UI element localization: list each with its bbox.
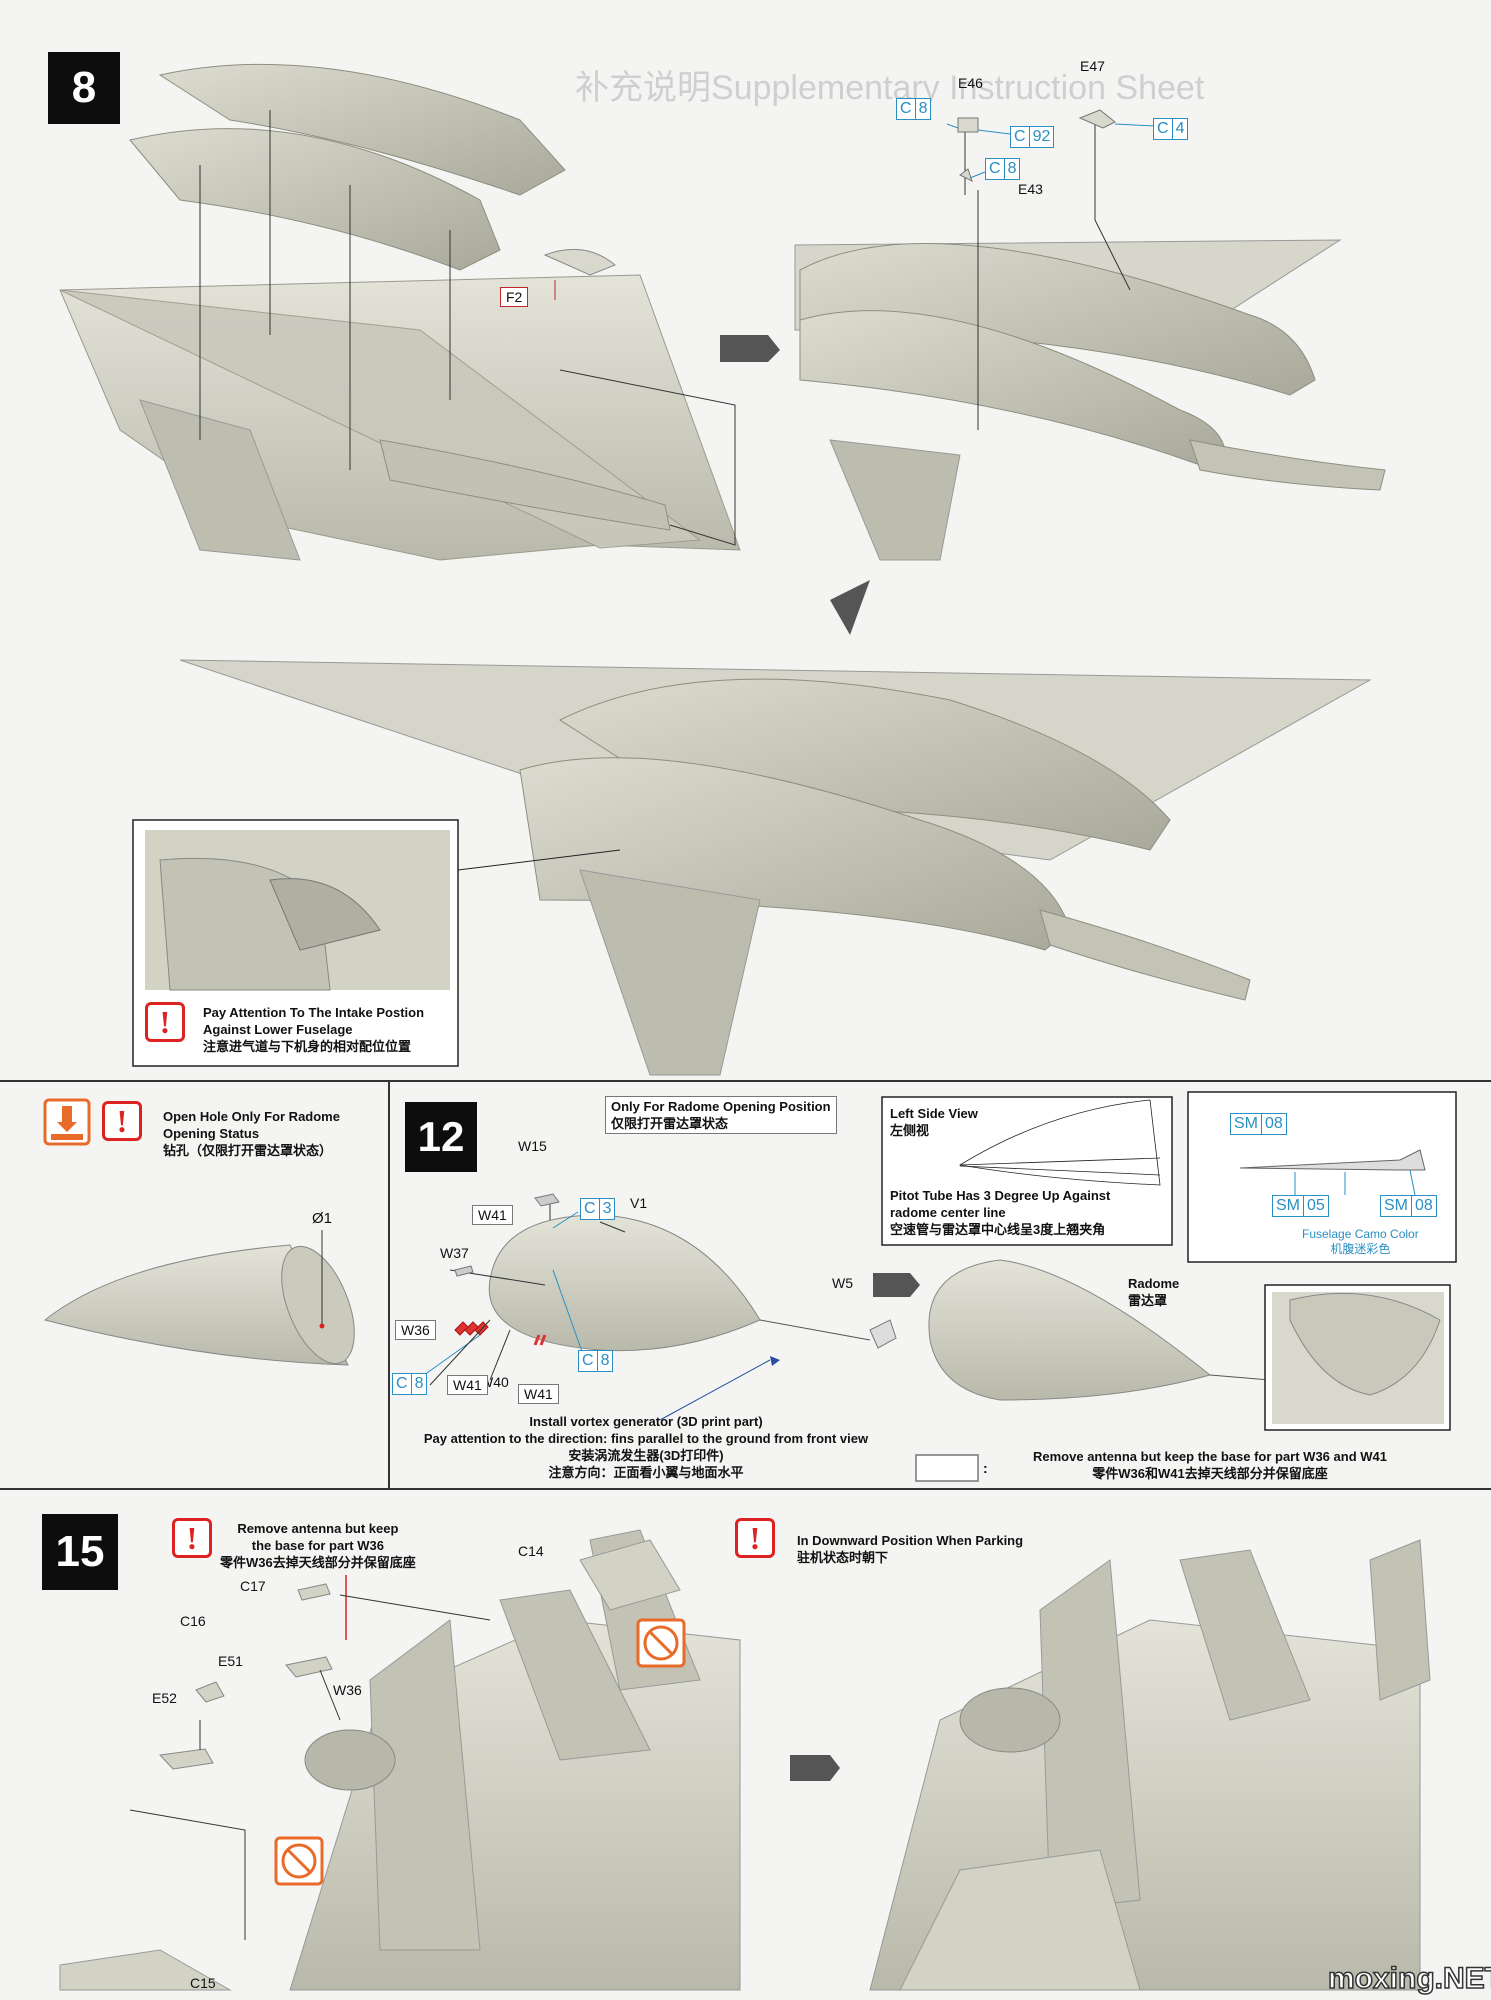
part-label-c15: C15 (190, 1975, 216, 1991)
section-divider-bottom (0, 1488, 1491, 1490)
step8-inset-detail (145, 830, 450, 991)
legend-swatch (915, 1454, 979, 1482)
part-label-c16: C16 (180, 1613, 206, 1629)
step12-radome-opened (928, 1259, 1271, 1401)
no-glue-icon-1 (636, 1618, 686, 1668)
pitot-note: Pitot Tube Has 3 Degree Up Against radom… (890, 1188, 1111, 1237)
side-view-drawing (958, 1099, 1161, 1186)
part-label-w5: W5 (832, 1275, 853, 1291)
part-label-w36-step15: W36 (333, 1682, 362, 1698)
watermark: moxing.NET (1327, 1961, 1491, 1996)
step12-radome (419, 1193, 897, 1421)
step-badge-15: 15 (42, 1514, 118, 1590)
radome-drill-drawing (43, 1230, 355, 1366)
background-title: 补充说明Supplementary Instruction Sheet (575, 69, 1205, 107)
step8-assembled-main (179, 659, 1372, 1076)
panel-divider (388, 1080, 390, 1488)
part-label-w37: W37 (440, 1245, 469, 1261)
part-label-c17: C17 (240, 1578, 266, 1594)
part-label-e52: E52 (152, 1690, 177, 1706)
vortex-generator-note: Install vortex generator (3D print part)… (423, 1414, 869, 1480)
step12-arrow-right (873, 1273, 920, 1297)
step-badge-8: 8 (48, 52, 120, 124)
diameter-label: Ø1 (312, 1210, 333, 1227)
step8-arrow-down (830, 580, 870, 635)
part-label-w36: W36 (395, 1320, 436, 1340)
camo-color-note: Fuselage Camo Color 机腹迷彩色 (1302, 1227, 1419, 1256)
side-view-title: Left Side View 左侧视 (890, 1106, 978, 1138)
part-label-w41-b: W41 (447, 1375, 488, 1395)
part-label-v1: V1 (630, 1195, 648, 1211)
antenna-note-step12: Remove antenna but keep the base for par… (1033, 1449, 1387, 1481)
part-label-e43: E43 (1018, 181, 1043, 197)
antenna-note-step15: Remove antenna but keep the base for par… (220, 1521, 416, 1570)
pitot-tube-drawing (1239, 1149, 1426, 1196)
radome-position-note: Only For Radome Opening Position 仅限打开雷达罩… (605, 1096, 837, 1134)
step8-assembled-top (794, 120, 1386, 561)
step12-front-view (1272, 1292, 1444, 1424)
step8-exploded-view (59, 63, 741, 561)
warning-icon-step8: ! (145, 1002, 185, 1042)
step15-exploded-view (59, 1529, 741, 1991)
step15-assembled-view (869, 1539, 1431, 1991)
part-label-w15: W15 (518, 1138, 547, 1154)
part-label-f2: F2 (500, 287, 529, 307)
parking-note: In Downward Position When Parking 驻机状态时朝… (797, 1533, 1024, 1565)
warning-icon-step15-parking: ! (735, 1518, 775, 1558)
legend-colon: : (983, 1460, 988, 1476)
drill-note: Open Hole Only For Radome Opening Status… (163, 1109, 340, 1158)
step15-arrow-right (790, 1755, 840, 1781)
drill-icon (43, 1098, 91, 1146)
section-divider-top (0, 1080, 1491, 1082)
warning-icon-drill: ! (102, 1101, 142, 1141)
part-label-c14: C14 (518, 1543, 544, 1559)
part-label-e46: E46 (958, 75, 983, 91)
step8-arrow-right (720, 335, 780, 362)
part-label-w41-c: W41 (518, 1384, 559, 1404)
step8-small-parts (946, 109, 1156, 182)
step-badge-12: 12 (405, 1102, 477, 1172)
part-label-e47: E47 (1080, 58, 1105, 74)
step8-intake-note: Pay Attention To The Intake Postion Agai… (203, 1005, 425, 1054)
part-label-w41-a: W41 (472, 1205, 513, 1225)
no-glue-icon-2 (274, 1836, 324, 1886)
warning-icon-step15-antenna: ! (172, 1518, 212, 1558)
radome-label: Radome 雷达罩 (1128, 1276, 1180, 1308)
part-label-e51: E51 (218, 1653, 243, 1669)
